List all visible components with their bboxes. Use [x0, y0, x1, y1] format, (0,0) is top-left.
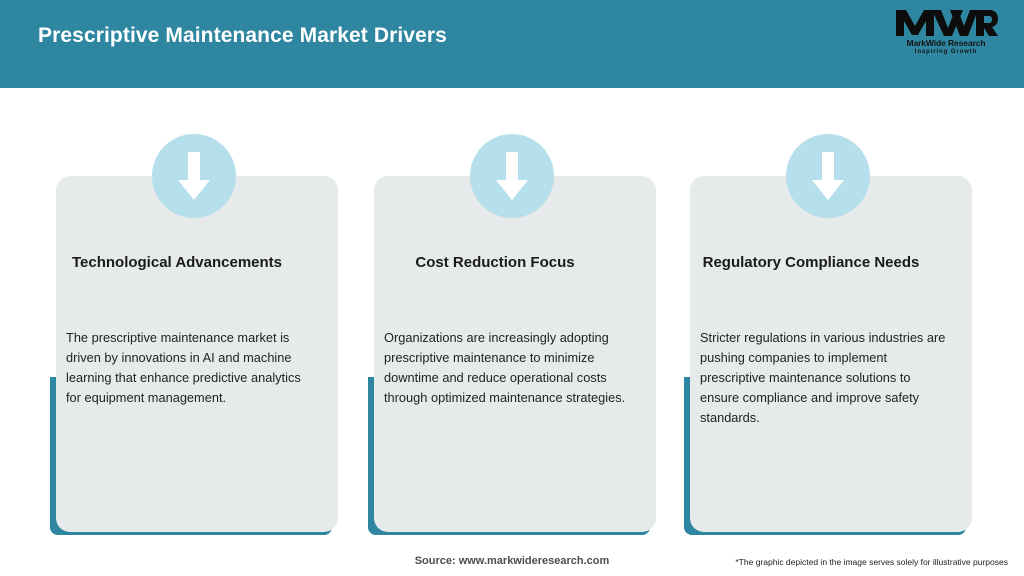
card-panel — [56, 176, 338, 532]
header-bar: Prescriptive Maintenance Market Drivers … — [0, 0, 1024, 88]
arrow-down-icon — [152, 134, 236, 218]
driver-card-2[interactable]: Cost Reduction Focus Organizations are i… — [354, 88, 656, 536]
logo-tagline: Inspiring Growth — [914, 49, 978, 55]
arrow-down-icon — [786, 134, 870, 218]
card-panel — [374, 176, 656, 532]
arrow-down-icon — [470, 134, 554, 218]
card-description: Stricter regulations in various industri… — [700, 330, 946, 425]
card-panel — [690, 176, 972, 532]
logo-monogram-icon — [892, 8, 1000, 38]
drivers-card-row: Technological Advancements The prescript… — [0, 88, 1024, 536]
card-description: Organizations are increasingly adopting … — [384, 330, 626, 405]
driver-card-3[interactable]: Regulatory Compliance Needs Stricter reg… — [670, 88, 972, 536]
logo-company-name: MarkWide Research — [906, 38, 986, 48]
card-description: The prescriptive maintenance market is d… — [66, 330, 301, 405]
driver-card-1[interactable]: Technological Advancements The prescript… — [36, 88, 338, 536]
card-title: Technological Advancements — [71, 254, 283, 271]
page-title: Prescriptive Maintenance Market Drivers — [38, 24, 447, 47]
disclaimer-note: *The graphic depicted in the image serve… — [735, 557, 1008, 567]
brand-logo[interactable]: MarkWide Research Inspiring Growth — [892, 8, 1000, 66]
source-label: Source: www.markwideresearch.com — [414, 555, 610, 567]
card-title: Cost Reduction Focus — [415, 254, 575, 271]
card-title: Regulatory Compliance Needs — [702, 254, 920, 271]
